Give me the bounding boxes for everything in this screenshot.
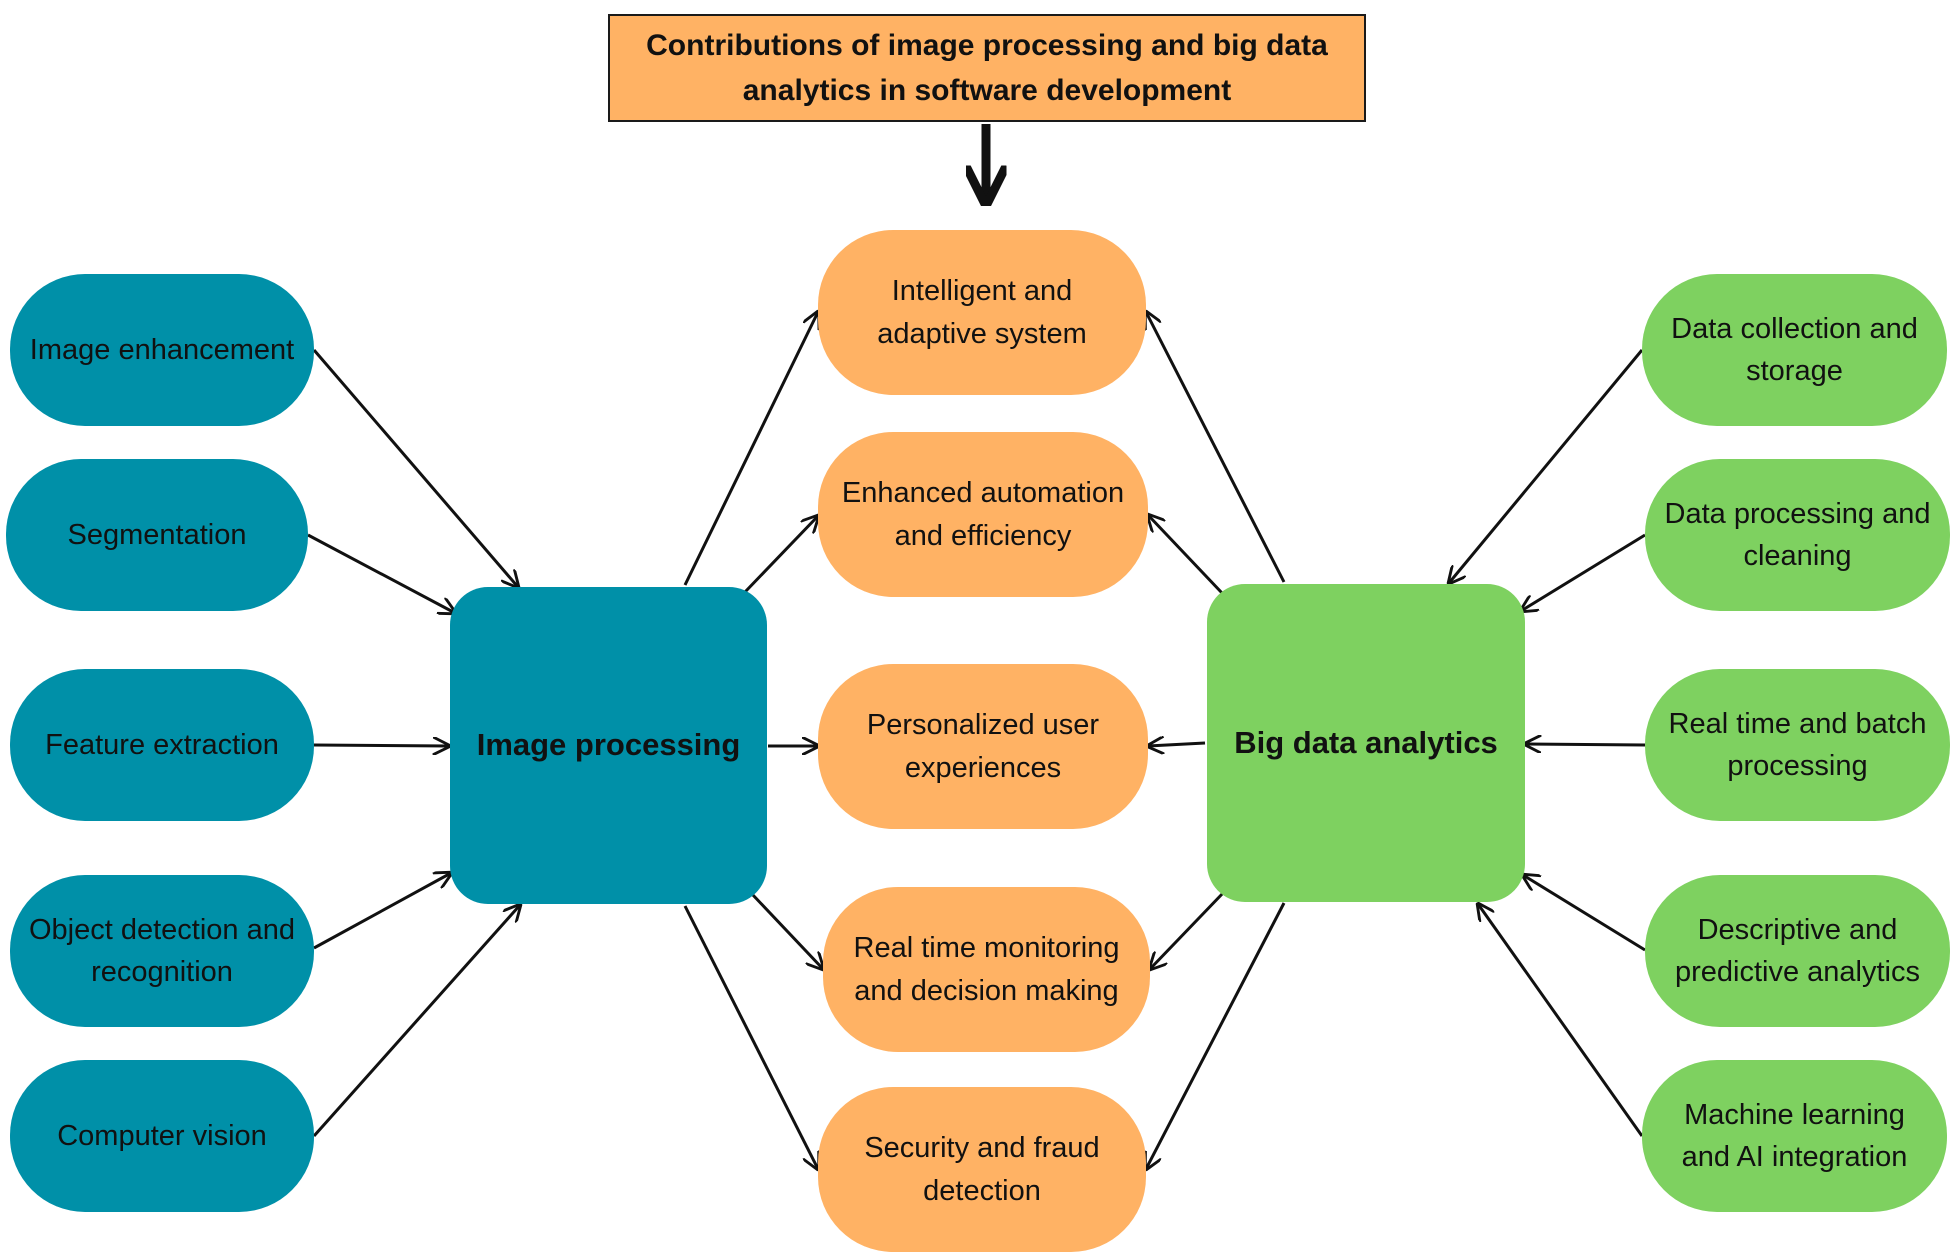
node-data-processing: Data processing and cleaning	[1645, 459, 1950, 611]
arrow-realtime-batch	[1525, 744, 1646, 745]
arrow-data-processing	[1521, 533, 1646, 611]
hub-image-processing: Image processing	[450, 587, 767, 904]
hub-big-data-analytics: Big data analytics	[1207, 584, 1525, 902]
arrow-descriptive-predictive	[1523, 875, 1646, 952]
arrow-ip-to-security	[683, 905, 818, 1169]
node-realtime-monitoring: Real time monitoring and decision making	[823, 887, 1150, 1052]
arrow-bd-to-monitoring	[1150, 890, 1226, 969]
node-data-collection: Data collection and storage	[1642, 274, 1947, 426]
arrow-ip-to-automation	[743, 516, 818, 594]
arrow-ml-ai	[1478, 904, 1644, 1137]
node-realtime-batch: Real time and batch processing	[1645, 669, 1950, 821]
arrow-object-detection	[313, 873, 451, 950]
arrow-ip-to-monitoring	[750, 892, 823, 969]
node-personalized-experiences: Personalized user experiences	[818, 664, 1148, 829]
node-intelligent-adaptive: Intelligent and adaptive system	[818, 230, 1146, 395]
arrow-ip-to-intelligent	[683, 312, 818, 586]
arrow-segmentation	[307, 533, 455, 613]
node-image-enhancement: Image enhancement	[10, 274, 314, 426]
node-enhanced-automation: Enhanced automation and efficiency	[818, 432, 1148, 597]
node-object-detection: Object detection and recognition	[10, 875, 314, 1027]
node-feature-extraction: Feature extraction	[10, 669, 314, 821]
arrow-data-collection	[1449, 349, 1644, 583]
arrow-image-enhancement	[312, 349, 518, 587]
arrow-bd-to-automation	[1148, 515, 1224, 595]
node-computer-vision: Computer vision	[10, 1060, 314, 1212]
node-descriptive-predictive: Descriptive and predictive analytics	[1645, 875, 1950, 1027]
node-security-fraud: Security and fraud detection	[818, 1087, 1146, 1252]
arrow-computer-vision	[312, 905, 520, 1137]
arrow-bd-to-personalized	[1148, 743, 1206, 746]
arrow-bd-to-security	[1146, 902, 1286, 1169]
arrow-feature-extraction	[313, 745, 449, 746]
node-ml-ai-integration: Machine learning and AI integration	[1642, 1060, 1947, 1212]
arrow-bd-to-intelligent	[1146, 312, 1286, 583]
node-segmentation: Segmentation	[6, 459, 308, 611]
diagram-title: Contributions of image processing and bi…	[608, 14, 1366, 122]
